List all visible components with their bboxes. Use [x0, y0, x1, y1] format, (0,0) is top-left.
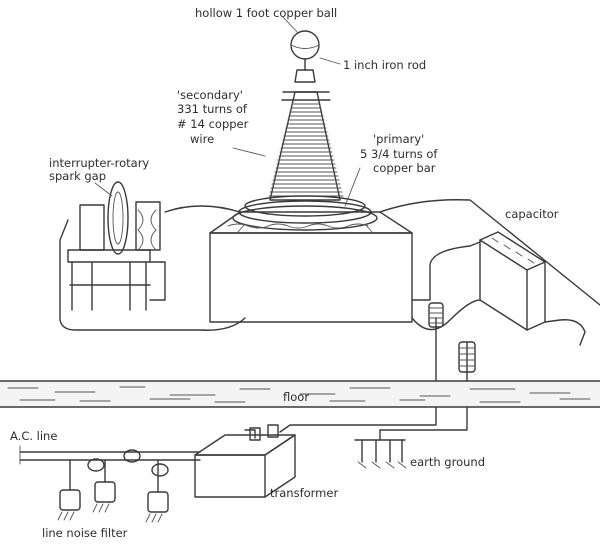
rod-pointer [319, 57, 341, 65]
line-noise-filter [57, 449, 169, 523]
secondary-label-4: wire [190, 132, 214, 146]
lower-wiring [19, 406, 468, 461]
secondary-label-1: 'secondary' [177, 88, 243, 102]
secondary-label-2: 331 turns of [177, 102, 248, 116]
primary-pointer [344, 167, 361, 207]
floor-slab [0, 380, 600, 408]
choke-2 [458, 341, 476, 373]
filter-label: line noise filter [42, 526, 128, 540]
upper-wiring [59, 199, 600, 382]
primary-label-3: copper bar [373, 161, 436, 175]
primary-label-1: 'primary' [373, 132, 424, 146]
transformer-label: transformer [270, 486, 338, 500]
coil-base [209, 211, 413, 323]
secondary-pointer [232, 147, 266, 157]
secondary-coil [268, 91, 344, 201]
earth-ground [354, 439, 407, 469]
copper-ball [290, 30, 320, 83]
rotary-spark-gap [67, 181, 166, 311]
secondary-label-3: # 14 copper [177, 117, 249, 131]
gap-label-2: spark gap [49, 169, 106, 183]
ball-pointer [282, 16, 299, 34]
capacitor-label: capacitor [505, 207, 559, 221]
gap-label-1: interrupter-rotary [49, 156, 149, 170]
capacitor [479, 231, 546, 331]
rod-label: 1 inch iron rod [343, 58, 426, 72]
floor-label: floor [283, 390, 309, 404]
ac-line-label: A.C. line [10, 429, 57, 443]
transformer [194, 424, 296, 498]
choke-1 [428, 302, 444, 328]
primary-label-2: 5 3/4 turns of [360, 147, 438, 161]
ball-label: hollow 1 foot copper ball [195, 6, 337, 20]
earth-ground-label: earth ground [410, 455, 485, 469]
gap-pointer [94, 182, 113, 197]
